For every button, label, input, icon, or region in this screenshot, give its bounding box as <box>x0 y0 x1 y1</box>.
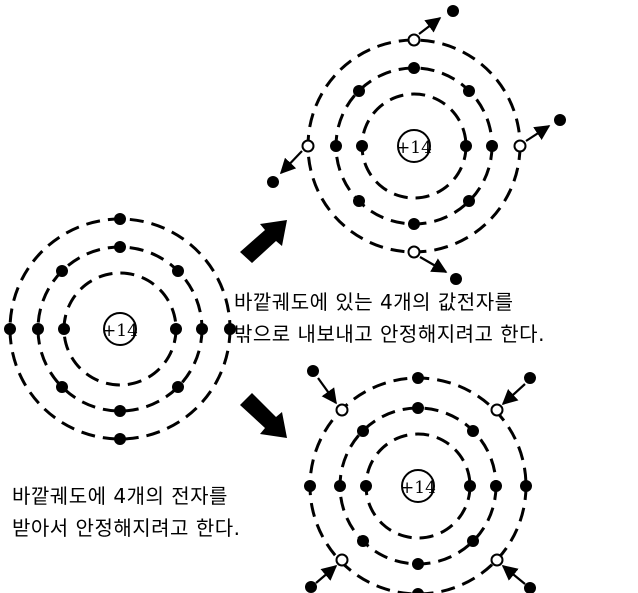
electron <box>58 323 70 335</box>
emitted-electron <box>450 273 462 285</box>
electron <box>464 480 476 492</box>
caption-gain-line1: 바깥궤도에 4개의 전자를 <box>12 480 240 512</box>
valence-electron <box>412 588 424 593</box>
electron <box>356 140 368 152</box>
electron <box>353 85 365 97</box>
electron <box>467 425 479 437</box>
capture-arrow <box>316 566 336 583</box>
emission-arrow <box>419 18 440 34</box>
caption-lose-line2: 밖으로 내보내고 안정해지려고 한다. <box>234 318 545 350</box>
valence-electron <box>4 323 16 335</box>
electron <box>32 323 44 335</box>
emitted-electron <box>267 176 279 188</box>
incoming-electron <box>307 365 319 377</box>
electron <box>353 195 365 207</box>
electron <box>408 218 420 230</box>
valence-electron <box>114 213 126 225</box>
emission-arrow <box>281 151 302 173</box>
neutral-nucleus-label: +14 <box>102 321 138 341</box>
electron <box>463 85 475 97</box>
valence-electron <box>114 433 126 445</box>
electron <box>196 323 208 335</box>
electron <box>467 535 479 547</box>
valence-electron <box>520 480 532 492</box>
emitted-electron <box>447 5 459 17</box>
electron <box>114 405 126 417</box>
anion-nucleus-label: +14 <box>400 478 436 498</box>
emission-arrow <box>420 257 446 272</box>
electron <box>330 140 342 152</box>
vacancy <box>409 35 420 46</box>
electron <box>172 265 184 277</box>
anion-atom: +14 <box>304 365 536 593</box>
electron <box>460 140 472 152</box>
capture-arrow <box>503 566 525 584</box>
capture-site <box>337 555 348 566</box>
capture-arrow <box>503 384 525 404</box>
incoming-electron <box>524 372 536 384</box>
incoming-electron <box>305 581 317 593</box>
electron <box>56 265 68 277</box>
cation-atom: +14 <box>267 5 566 285</box>
capture-site <box>492 555 503 566</box>
electron <box>56 381 68 393</box>
capture-site <box>337 405 348 416</box>
vacancy <box>515 141 526 152</box>
electron <box>172 381 184 393</box>
caption-gain-electrons: 바깥궤도에 4개의 전자를 받아서 안정해지려고 한다. <box>12 480 240 544</box>
caption-lose-line1: 바깥궤도에 있는 4개의 값전자를 <box>234 286 545 318</box>
electron <box>170 323 182 335</box>
capture-site <box>492 405 503 416</box>
cation-nucleus-label: +14 <box>396 138 432 158</box>
electron <box>412 402 424 414</box>
emitted-electron <box>554 114 566 126</box>
valence-electron <box>304 480 316 492</box>
emission-arrow <box>526 126 549 141</box>
valence-electron <box>412 372 424 384</box>
incoming-electron <box>524 582 536 593</box>
electron <box>334 480 346 492</box>
electron <box>360 480 372 492</box>
vacancy <box>409 247 420 258</box>
electron <box>357 425 369 437</box>
electron <box>486 140 498 152</box>
electron <box>408 62 420 74</box>
vacancy <box>303 141 314 152</box>
neutral-atom: +14 <box>4 213 236 445</box>
capture-arrow <box>318 378 336 403</box>
electron <box>490 480 502 492</box>
electron <box>463 195 475 207</box>
electron <box>114 241 126 253</box>
electron <box>412 558 424 570</box>
electron <box>357 535 369 547</box>
upper-block-arrow <box>240 220 287 263</box>
caption-lose-electrons: 바깥궤도에 있는 4개의 값전자를 밖으로 내보내고 안정해지려고 한다. <box>234 286 545 350</box>
caption-gain-line2: 받아서 안정해지려고 한다. <box>12 512 240 544</box>
lower-block-arrow <box>240 393 287 438</box>
